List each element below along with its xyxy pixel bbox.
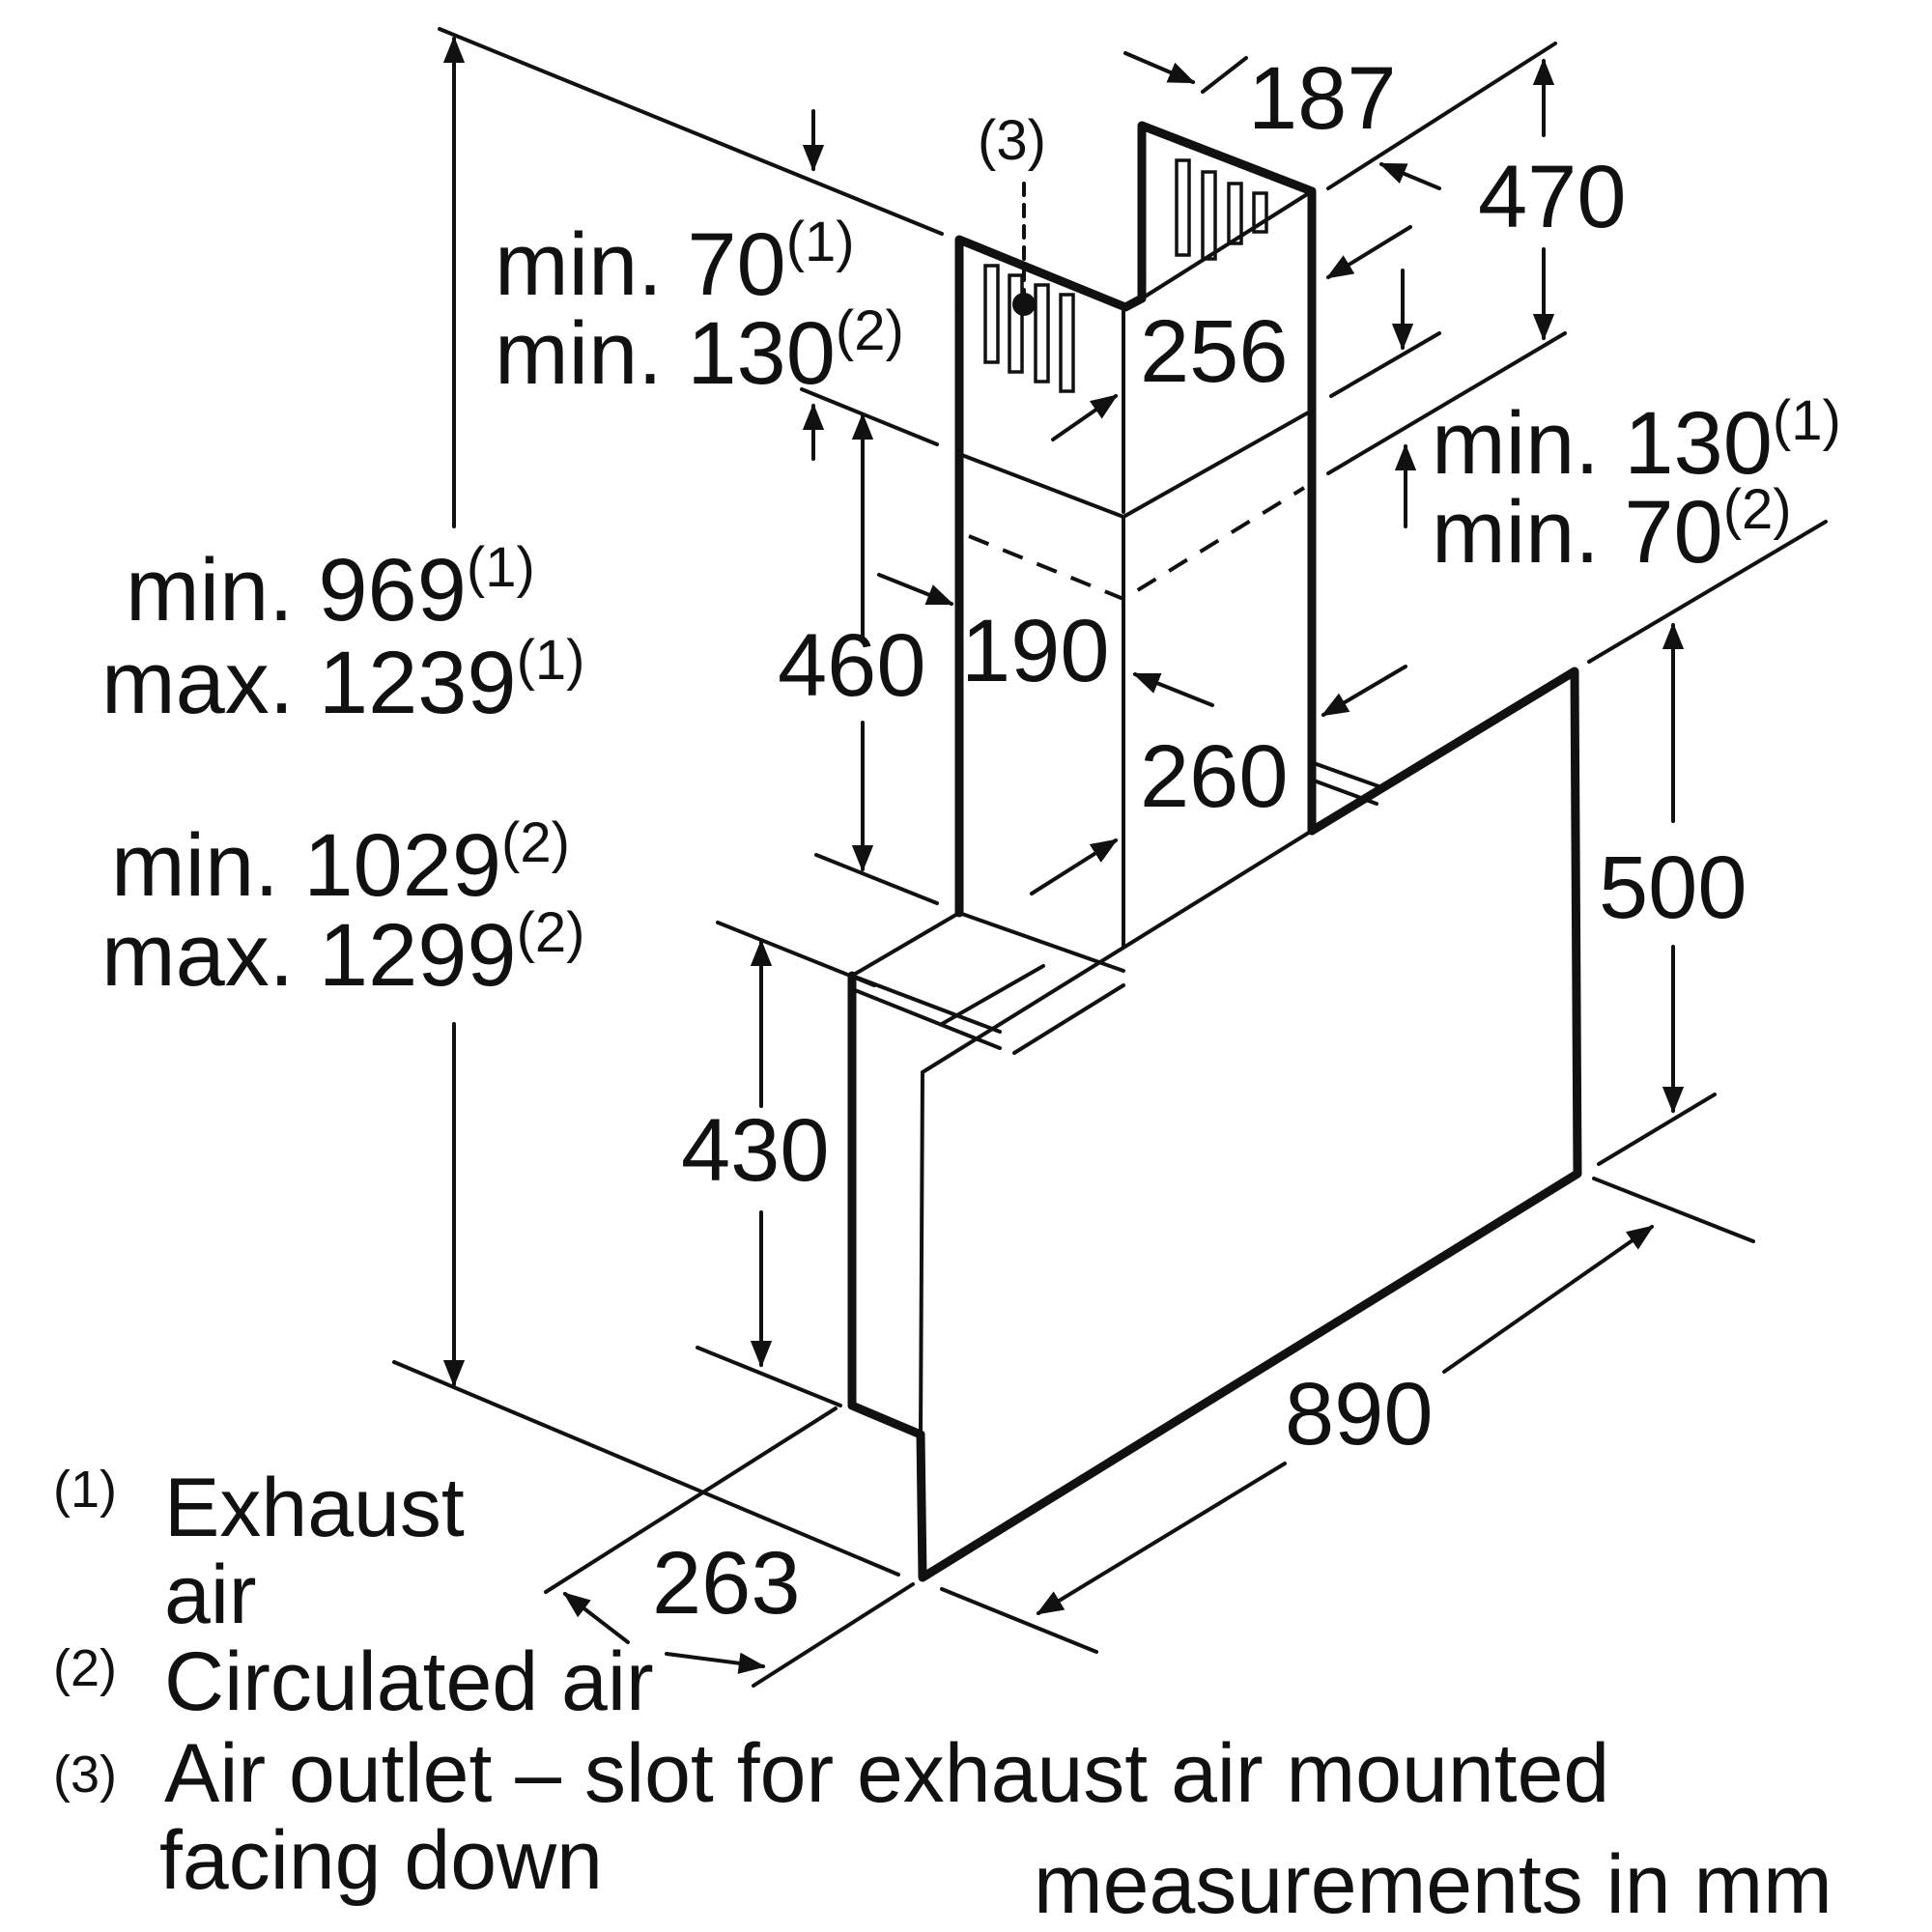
top-left-clearance: min. 70(1) min. 130(2) — [495, 211, 904, 403]
legend-marker-2: (2) — [53, 1639, 117, 1697]
dim-460-label: 460 — [778, 616, 926, 715]
units-note: measurements in mm — [1034, 1838, 1833, 1931]
dimension-lines — [392, 27, 1828, 1688]
height-circulated-max: max. 1299(2) — [101, 901, 584, 1005]
legend: (1) Exhaust air (2) Circulated air (3) A… — [53, 1461, 1609, 1907]
dim-260-label: 260 — [1140, 727, 1289, 826]
vent-slots-left — [983, 264, 1075, 393]
clearance-exhaust-min: min. 70(1) — [495, 211, 855, 314]
right-clearance-circulated-min: min. 70(2) — [1432, 478, 1792, 582]
dim-187-label: 187 — [1248, 49, 1397, 148]
clearance-circulated-min: min. 130(2) — [495, 299, 904, 403]
legend-text-2: Circulated air — [164, 1635, 654, 1728]
height-exhaust-min: min. 969(1) — [126, 536, 535, 639]
hood-drawing — [847, 121, 1582, 1582]
dim-470-label: 470 — [1478, 148, 1627, 246]
height-exhaust-max: max. 1239(1) — [101, 629, 584, 732]
dim-430-label: 430 — [681, 1101, 830, 1200]
dim-890-label: 890 — [1285, 1365, 1434, 1463]
dim-190-label: 190 — [961, 602, 1110, 700]
height-circulated-min: min. 1029(2) — [111, 811, 570, 915]
vent-slots-right — [1175, 158, 1268, 261]
right-clearance: min. 130(1) min. 70(2) — [1432, 389, 1841, 582]
height-circulated: min. 1029(2) max. 1299(2) — [101, 811, 584, 1005]
dim-263-label: 263 — [652, 1534, 801, 1633]
legend-text-3-line2: facing down — [159, 1814, 603, 1907]
legend-text-1-line1: Exhaust — [164, 1462, 465, 1554]
legend-text-3-line1: Air outlet – slot for exhaust air mounte… — [164, 1727, 1609, 1820]
legend-marker-3: (3) — [53, 1746, 117, 1804]
legend-marker-1: (1) — [53, 1461, 117, 1519]
air-outlet-label: (3) — [978, 109, 1046, 172]
height-exhaust: min. 969(1) max. 1239(1) — [101, 536, 584, 732]
dim-500-label: 500 — [1599, 838, 1747, 937]
legend-text-1-line2: air — [164, 1548, 257, 1641]
right-clearance-exhaust-min: min. 130(1) — [1432, 389, 1841, 493]
air-outlet-marker-dot — [1012, 293, 1036, 316]
dim-256-label: 256 — [1140, 302, 1289, 401]
